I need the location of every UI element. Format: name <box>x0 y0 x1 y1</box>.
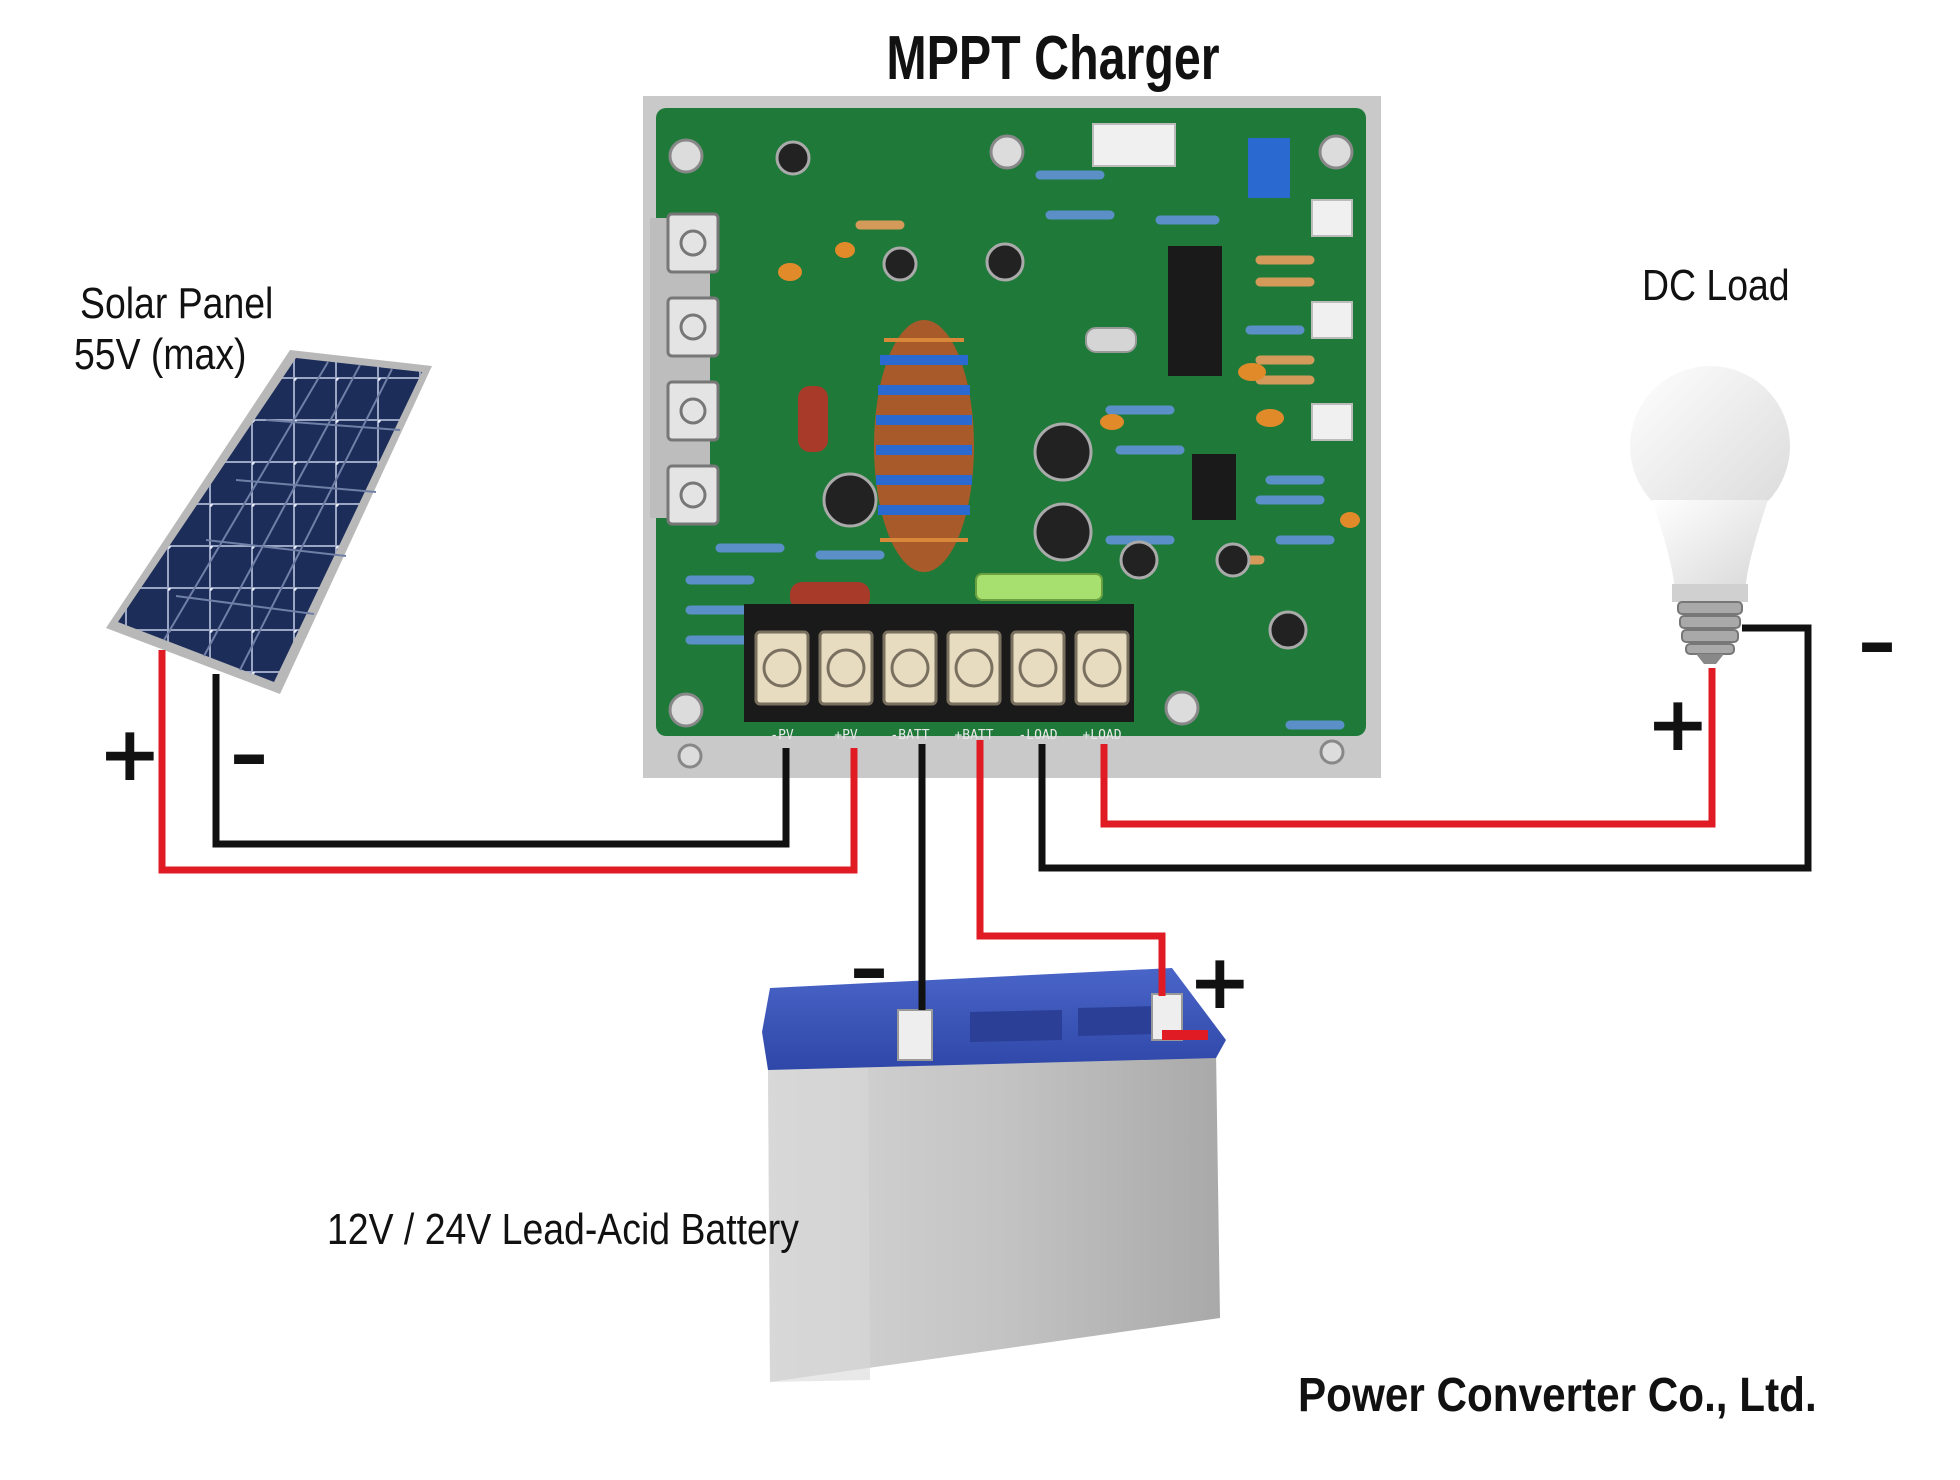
connector-5v <box>1311 199 1353 237</box>
battery-label: 12V / 24V Lead-Acid Battery <box>327 1205 799 1254</box>
connector-gnd <box>1311 403 1353 441</box>
microcontroller-chip <box>1168 246 1222 376</box>
battery-case-front <box>768 1052 870 1382</box>
terminal-label-pv-positive: +PV <box>834 728 858 743</box>
isp-header <box>1092 123 1176 167</box>
terminal-label-batt-negative: -BATT <box>890 728 930 743</box>
film-capacitor <box>798 386 828 452</box>
company-name: Power Converter Co., Ltd. <box>1298 1369 1817 1422</box>
solar-grid-lines <box>163 361 401 671</box>
battery-negative-terminal <box>897 1009 933 1061</box>
wire-battery-positive <box>976 740 1166 996</box>
bulb-neck <box>1652 500 1768 584</box>
battery-vent-1 <box>970 1010 1062 1042</box>
lead-acid-battery <box>762 968 1226 1382</box>
load-plus-sign: + <box>1646 679 1710 768</box>
blade-fuse <box>975 573 1103 601</box>
battery-vent-2 <box>1078 1006 1160 1036</box>
terminal-label-load-positive: +LOAD <box>1082 728 1122 743</box>
connector-nc <box>1311 301 1353 339</box>
bulb-glass <box>1630 366 1790 526</box>
wire-load-positive <box>1100 668 1716 828</box>
solar-panel-label: Solar Panel <box>80 279 274 328</box>
wire-pv-negative <box>212 674 790 848</box>
wire-load-negative <box>1038 624 1812 872</box>
electrolytic-capacitors <box>775 140 1308 650</box>
terminal-label-pv-negative: -PV <box>770 728 794 743</box>
ceramic-capacitors <box>778 242 1360 528</box>
bulb-screw-base <box>1677 601 1743 655</box>
solar-panel-voltage-label: 55V (max) <box>74 330 247 379</box>
mppt-charger-board <box>643 96 1381 778</box>
battery-case <box>768 1050 1220 1382</box>
toroidal-inductor <box>874 320 974 572</box>
mosfet-screws <box>666 212 720 526</box>
solar-cells <box>118 358 422 682</box>
dc-load-label: DC Load <box>1642 261 1790 310</box>
terminal-label-batt-positive: +BATT <box>954 728 994 743</box>
terminal-screws <box>754 630 1130 706</box>
film-capacitor-2 <box>790 582 870 610</box>
pv-plus-sign: + <box>98 709 162 798</box>
bulb-tip <box>1696 654 1724 664</box>
diagram-title: MPPT Charger <box>886 24 1220 93</box>
resistors <box>685 170 1345 730</box>
dip-switch <box>1248 138 1290 198</box>
crystal <box>1085 327 1137 353</box>
battery-plus-sign: + <box>1188 937 1252 1026</box>
pv-minus-sign: – <box>230 709 268 798</box>
battery-minus-sign: – <box>850 923 888 1012</box>
bulb-collar <box>1672 584 1748 602</box>
ic-chip <box>1192 454 1236 520</box>
battery-positive-marker <box>1162 1030 1208 1040</box>
wire-pv-positive <box>158 650 858 874</box>
light-bulb <box>1630 366 1790 664</box>
terminal-label-load-negative: -LOAD <box>1018 728 1058 743</box>
mount-screws <box>668 134 1354 769</box>
solar-panel <box>106 350 432 694</box>
wires <box>158 624 1812 1010</box>
load-minus-sign: – <box>1858 597 1896 686</box>
